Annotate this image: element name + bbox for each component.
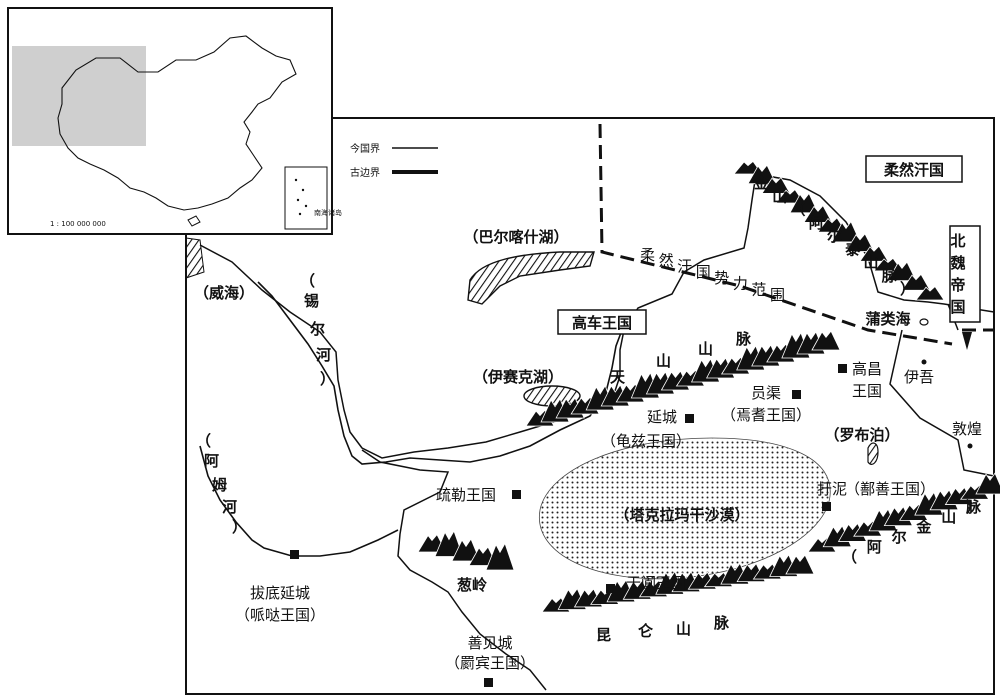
yiwu-label: 伊吾 [904,368,934,386]
modern-border-gansu [889,329,995,477]
yanqi-label: （焉耆王国） [721,406,811,424]
altun-label: （阿尔金山脉） [842,498,982,566]
shule-label: 疏勒王国 [436,486,496,504]
mtn-tianshan-peak [811,330,841,351]
yutian-marker [606,584,615,593]
gaochang-marker [838,364,847,373]
mtn-altun-peak [975,472,1000,495]
congling-mountains [417,530,515,571]
shule-marker [512,490,521,499]
rouran-label: 柔然汗国 [884,161,944,179]
weihai-label: （威海） [194,284,254,302]
congling-label: 葱岭 [457,576,487,594]
puleihai-lake [919,318,929,326]
tianshan-label: 天山山脉 [610,330,752,386]
china-outline [57,35,297,211]
wuni-label: 扜泥 [817,480,847,498]
gaoche-label: 高车王国 [572,314,632,332]
taklamakan-label: （塔克拉玛干沙漠） [614,506,749,524]
modern-border-west [199,173,757,459]
dunhuang-marker [967,443,973,449]
balkhash-label: （巴尔喀什湖） [463,228,568,246]
gaochang-label: 高昌王国 [852,360,882,400]
inset-islands-box [284,166,328,230]
shanshan-label: （鄯善王国） [845,480,935,498]
northern-wei-box [949,225,981,323]
inset-map: 南海诸岛 1 : 100 000 000 [7,7,342,235]
yiwu-marker [921,359,927,365]
shanjian-marker [484,678,493,687]
inset-islands-label: 南海诸岛 [314,208,342,217]
lop-nur-label: （罗布泊） [824,426,899,444]
gaoche-box [557,309,647,335]
rouran-sphere-label: 柔然汗国势力范围 [640,246,785,304]
balkhash-lake [467,251,595,305]
inset-scale: 1 : 100 000 000 [50,220,106,228]
taklamakan-desert [538,437,831,580]
badiyan-label: 拔底延城 [250,584,310,602]
yancheng-label: 延城 [647,408,677,426]
jibin-label: （罽宾王国） [445,654,535,672]
yancheng-marker [685,414,694,423]
modern-border-south [361,449,547,691]
kunlun-label: 昆仑山脉 [596,614,730,644]
wuni-marker [822,502,831,511]
puleihai-label: 蒲类海 [865,310,910,328]
northern-wei-label: 北魏帝国 [949,232,965,316]
badiyan-marker [290,550,299,559]
amu-darya-river [199,445,399,557]
altai-label: 金山（阿尔泰山脉） [753,174,915,298]
issyk-kul-label: （伊赛克湖） [473,368,563,386]
arrow-wei [962,332,972,350]
legend-ancient-label: 古边界 [350,166,380,179]
legend-modern-label: 今国界 [350,142,380,155]
qiuci-label: （龟兹王国） [601,432,691,450]
modern-border-mongolia [755,173,995,313]
yanda-label: （哌哒王国） [235,606,325,624]
yuanqu-label: 员渠 [751,384,781,402]
rouran-box [865,155,963,183]
legend: 今国界 古边界 [350,142,438,179]
tianshan-mountains [525,330,841,427]
syr-darya-label: （锡尔河） [300,272,335,388]
mtn-kunlun-peak [785,554,815,575]
amu-darya-label: （阿姆河） [196,432,247,536]
shanjian-label: 善见城 [467,634,512,652]
yuanqu-marker [792,390,801,399]
altai-mountains [733,160,945,301]
dunhuang-label: 敦煌 [952,420,982,438]
yutian-label: 于阗王国 [626,574,686,592]
lop-nur-lake [867,442,879,465]
weihai-water [185,237,205,279]
inset-highlight-area [12,46,146,146]
altun-mountains [807,472,1000,553]
mtn-altai-peak [915,285,945,301]
ancient-border-rouran [598,123,953,346]
kunlun-mountains [541,553,815,613]
mtn-congling-peak [485,542,515,571]
